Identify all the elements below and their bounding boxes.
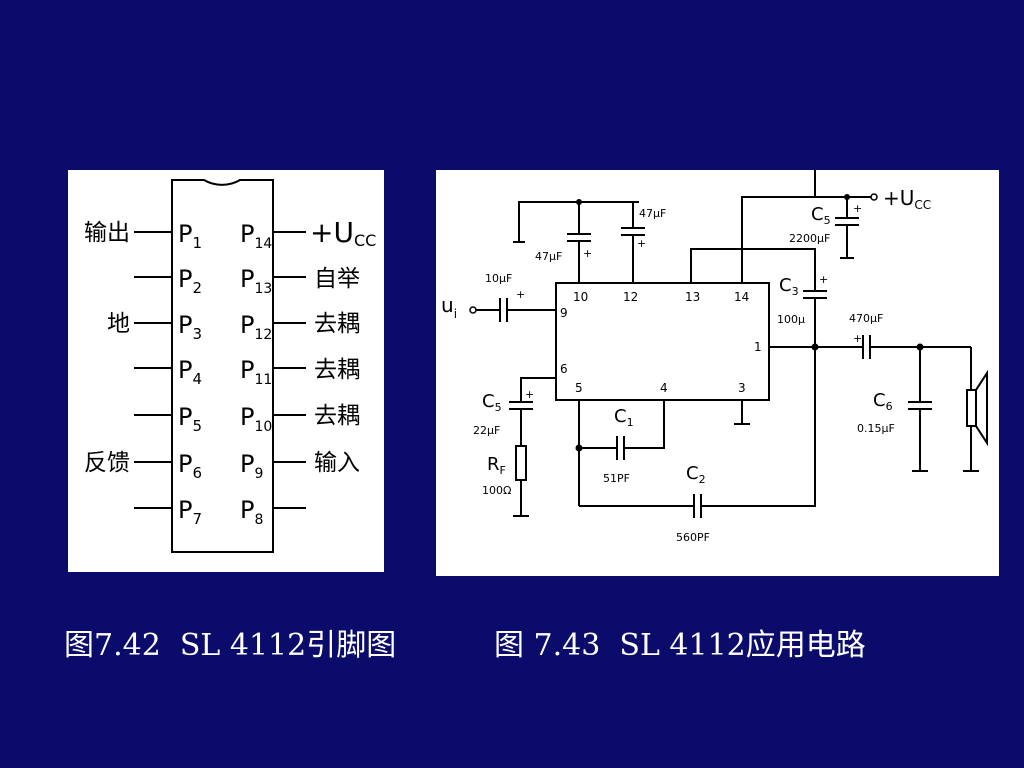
pin-p11-label: P11 <box>240 356 272 388</box>
svg-text:9: 9 <box>560 306 568 320</box>
c5-top-value: 2200μF <box>789 232 830 245</box>
ic-block <box>555 282 770 401</box>
rf-value: 100Ω <box>482 484 511 497</box>
pin-p6-label: P6 <box>178 450 202 482</box>
ground-pin3 <box>734 400 750 425</box>
svg-text:+: + <box>516 288 525 301</box>
svg-text:+: + <box>853 202 862 215</box>
c1-network <box>575 347 816 518</box>
svg-text:10: 10 <box>573 290 588 304</box>
p10-function: 去耦 <box>314 403 360 429</box>
speaker-icon <box>966 389 977 427</box>
svg-text:3: 3 <box>738 381 746 395</box>
svg-text:6: 6 <box>560 362 568 376</box>
pin-p13-label: P13 <box>240 265 272 297</box>
svg-text:+: + <box>819 273 828 286</box>
ic-body <box>171 179 274 553</box>
svg-text:12: 12 <box>623 290 638 304</box>
p3-function: 地 <box>107 311 130 337</box>
pin-p8-label: P8 <box>240 496 263 528</box>
c5-top-name: C5 <box>811 204 831 227</box>
circuit-caption: 图 7.43 SL 4112应用电路 <box>494 628 866 663</box>
svg-text:+: + <box>637 237 646 250</box>
c3-name: C3 <box>779 275 799 298</box>
svg-text:+: + <box>853 332 862 345</box>
rf-name: RF <box>487 454 506 477</box>
pinout-diagram-panel: P1 P2 P3 P4 P5 P6 P7 P14 P13 P12 P11 P10… <box>68 170 384 572</box>
decoupling-network <box>513 199 645 283</box>
c2-value: 560PF <box>676 531 710 544</box>
right-pin-leads <box>273 231 306 509</box>
input-label: ui <box>441 293 457 321</box>
supply-label: +UCC <box>883 186 931 212</box>
rf-resistor <box>515 445 527 481</box>
c5-low-name: C5 <box>482 391 502 414</box>
cap-47-right-label: 47μF <box>639 207 666 220</box>
cout-value: 470μF <box>849 312 883 325</box>
svg-text:+: + <box>583 247 592 260</box>
p13-function: 自举 <box>314 266 360 292</box>
c1-name: C1 <box>614 406 634 429</box>
cin-label: 10μF <box>485 272 512 285</box>
c6-value: 0.15μF <box>857 422 895 435</box>
pin-p2-label: P2 <box>178 265 202 297</box>
p1-function: 输出 <box>84 220 130 246</box>
cap-47-left-label: 47μF <box>535 250 562 263</box>
c6-name: C6 <box>873 390 893 413</box>
p6-function: 反馈 <box>84 450 130 476</box>
circuit-diagram: 10 12 13 14 9 1 6 5 4 3 47μF + 47μF + <box>441 170 988 544</box>
c5-low-value: 22μF <box>473 424 500 437</box>
svg-text:5: 5 <box>575 381 583 395</box>
pin-p14-label: P14 <box>240 220 272 252</box>
p14-function: +UCC <box>310 216 376 250</box>
c1-value: 51PF <box>603 472 630 485</box>
pinout-diagram: P1 P2 P3 P4 P5 P6 P7 P14 P13 P12 P11 P10… <box>84 179 376 553</box>
pin-p7-label: P7 <box>178 496 202 528</box>
pin-p4-label: P4 <box>178 356 202 388</box>
p9-function: 输入 <box>314 450 360 476</box>
pin-p10-label: P10 <box>240 403 272 435</box>
pin-p1-label: P1 <box>178 220 202 252</box>
svg-text:4: 4 <box>660 381 668 395</box>
pinout-caption: 图7.42 SL 4112引脚图 <box>64 628 397 663</box>
c3-value: 100μ <box>777 313 805 326</box>
supply-wiring <box>690 193 878 283</box>
feedback-network <box>509 377 556 517</box>
input-wiring <box>469 298 556 322</box>
ic-pin-numbers: 10 12 13 14 9 1 6 5 4 3 <box>560 290 762 395</box>
svg-text:14: 14 <box>734 290 749 304</box>
svg-text:+: + <box>525 388 534 401</box>
pin-p12-label: P12 <box>240 311 272 343</box>
pin-p3-label: P3 <box>178 311 202 343</box>
svg-text:13: 13 <box>685 290 700 304</box>
p12-function: 去耦 <box>314 311 360 337</box>
left-pin-leads <box>134 231 172 509</box>
pin-p9-label: P9 <box>240 450 263 482</box>
svg-text:1: 1 <box>754 340 762 354</box>
circuit-diagram-panel: 10 12 13 14 9 1 6 5 4 3 47μF + 47μF + <box>436 170 999 576</box>
c2-name: C2 <box>686 463 706 486</box>
p11-function: 去耦 <box>314 357 360 383</box>
pin-p5-label: P5 <box>178 403 202 435</box>
